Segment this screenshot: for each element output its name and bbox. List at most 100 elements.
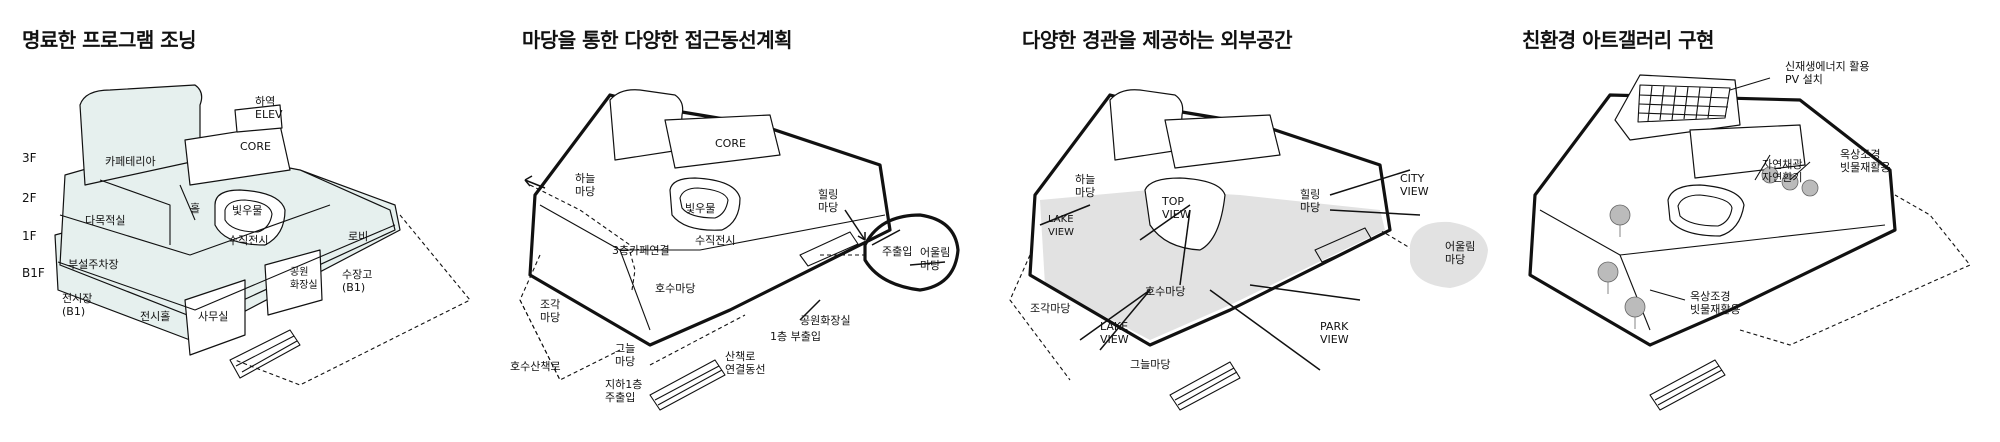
label-lake-trail: 호수산책로 <box>510 360 561 373</box>
label-hall: 홀 <box>190 202 200 215</box>
label-core: CORE <box>715 137 746 150</box>
label-line: 그늘 <box>615 342 635 355</box>
label-lobby: 로비 <box>348 230 368 243</box>
label-line: 연결동선 <box>725 363 765 376</box>
light-well <box>669 177 741 231</box>
label-line: 화장실 <box>290 279 318 291</box>
label-line: 사무실 <box>198 310 228 323</box>
label-lake-yard: 호수마당 <box>1145 285 1185 298</box>
label-exhibit-hall: 전시홀 <box>140 310 170 323</box>
core-volume <box>664 114 781 169</box>
elev-volume <box>234 104 283 133</box>
label-line: 주출입 <box>605 391 635 404</box>
label-line: 그늘마당 <box>1130 358 1170 371</box>
label-line: 마당 <box>1300 201 1320 214</box>
label-line: 홀 <box>190 202 200 215</box>
label-line: 다목적실 <box>85 214 125 227</box>
label-shade-yard: 그늘마당 <box>1130 358 1170 371</box>
label-line: 3층카페연결 <box>612 244 670 257</box>
label-line: VIEW <box>1100 333 1129 346</box>
label-line: 공원화장실 <box>800 314 851 327</box>
label-entrance: 주출입 <box>882 245 912 258</box>
label-line: TOP <box>1161 195 1184 208</box>
panel-access-circulation: 마당을 통한 다양한 접근동선계획 <box>500 0 1000 442</box>
label-core: CORE <box>240 140 271 153</box>
label-line: CORE <box>240 140 271 153</box>
office-volume <box>184 279 246 356</box>
label-line: 1층 부출입 <box>770 330 821 343</box>
label-line: 마당 <box>920 259 940 272</box>
floor-2f: 2F <box>22 191 37 205</box>
floor-b1f: B1F <box>22 266 45 280</box>
label-line: 빗물재활용 <box>1840 160 1891 174</box>
floor-3f: 3F <box>22 151 37 165</box>
light-well <box>1667 184 1745 237</box>
label-lake-yard: 호수마당 <box>655 282 695 295</box>
upper-volume <box>609 89 684 161</box>
label-line: 조각 <box>540 298 560 311</box>
upper-volume <box>1109 89 1184 161</box>
label-line: VIEW <box>1048 227 1074 238</box>
light-well <box>214 189 286 246</box>
label-line: 산책로 <box>725 350 755 363</box>
label-vertical-exhibit: 수직전시 <box>228 234 268 247</box>
floor-1f: 1F <box>22 229 37 243</box>
gathering-yard <box>863 213 960 292</box>
label-line: (B1) <box>342 281 365 294</box>
label-line: 전시장 <box>62 292 92 305</box>
view-arrows <box>1039 169 1421 371</box>
label-line: 호수마당 <box>1145 285 1185 298</box>
label-line: 마당 <box>615 355 635 368</box>
label-line: 마당 <box>540 311 560 324</box>
upper-volume <box>79 84 203 186</box>
label-line: 옥상조경 <box>1690 290 1730 303</box>
stairs <box>1169 227 1373 411</box>
panel-title: 다양한 경관을 제공하는 외부공간 <box>1022 28 1293 52</box>
label-line: 주출입 <box>882 245 912 258</box>
label-line: (B1) <box>62 305 85 318</box>
label-office: 사무실 <box>198 310 228 323</box>
label-line: 하늘 <box>1075 172 1095 186</box>
label-sculpture-yard: 조각마당 <box>1030 302 1070 315</box>
panel-title: 명료한 프로그램 조닝 <box>22 28 197 52</box>
label-storage: 수장고(B1) <box>342 268 372 294</box>
label-cafeteria: 카페테리아 <box>105 155 156 168</box>
core-volume <box>1689 124 1806 179</box>
label-park-toilet: 공원화장실 <box>800 314 851 327</box>
label-cafe-link: 3층카페연결 <box>612 244 670 257</box>
label-line: 호수산책로 <box>510 360 561 373</box>
panel-eco-gallery: 친환경 아트갤러리 구현 <box>1500 0 2000 442</box>
core-volume <box>1164 114 1281 169</box>
label-line: 수직전시 <box>695 234 735 247</box>
label-side-entrance: 1층 부출입 <box>770 330 821 343</box>
stairs <box>229 329 301 379</box>
label-line: LAKE <box>1048 214 1074 225</box>
light-well <box>1144 177 1226 251</box>
label-line: ELEV <box>255 108 283 121</box>
label-line: 마당 <box>818 201 838 214</box>
label-line: 부설주차장 <box>68 258 119 271</box>
label-line: 자연환기 <box>1762 171 1802 184</box>
label-line: 하늘 <box>575 171 595 185</box>
label-line: 어울림 <box>1445 240 1475 253</box>
label-line: 빛우물 <box>232 204 262 217</box>
label-light-garden: 빛우물 <box>685 202 715 215</box>
label-line: 빛우물 <box>685 202 715 215</box>
panel-title: 친환경 아트갤러리 구현 <box>1522 28 1714 52</box>
label-line: PARK <box>1320 320 1349 333</box>
